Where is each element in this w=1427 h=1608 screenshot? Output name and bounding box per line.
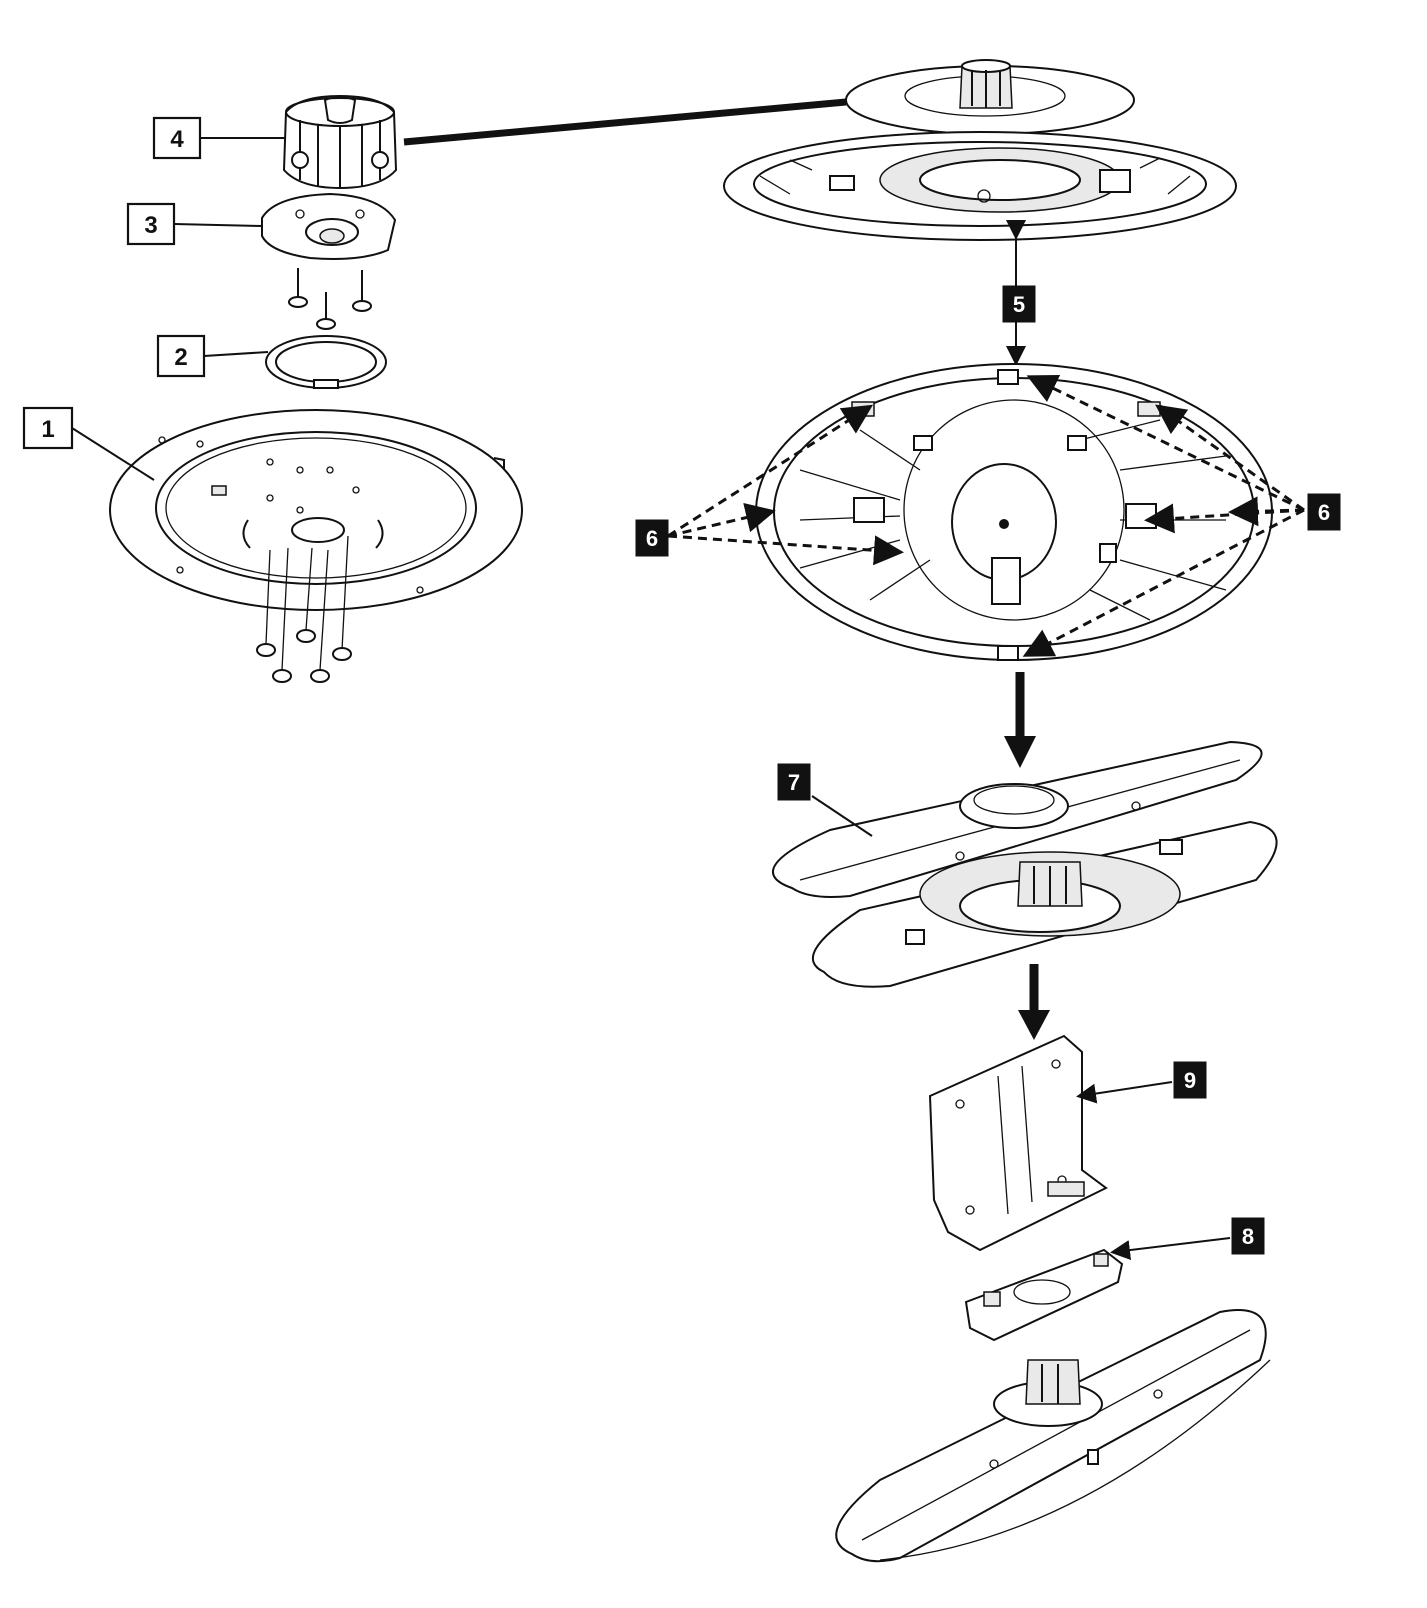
- callout-3-label: 3: [144, 212, 157, 239]
- callout-7: 7: [777, 763, 873, 837]
- callout-9: 9: [1076, 1061, 1207, 1104]
- part-7-canopy-disc: [772, 740, 1263, 898]
- callout-8-label: 8: [1242, 1224, 1254, 1249]
- callout-9-label: 9: [1184, 1068, 1196, 1093]
- callout-7-label: 7: [788, 770, 800, 795]
- lower-motor-disc: [812, 820, 1278, 988]
- connector-line: [403, 98, 847, 146]
- dashed-pointers: [667, 374, 1305, 657]
- blade-bracket-housing: [755, 363, 1273, 661]
- callout-2: 2: [156, 334, 269, 378]
- top-cap-plate: [845, 59, 1135, 135]
- mounting-screws-upper: [288, 268, 372, 330]
- callout-1-label: 1: [41, 416, 54, 443]
- callout-1: 1: [22, 406, 155, 481]
- callout-2-label: 2: [174, 344, 187, 371]
- part-9-switch-bracket: [928, 1034, 1108, 1252]
- callout-4: 4: [152, 116, 286, 160]
- callout-6-right: 6: [1307, 493, 1341, 531]
- callout-6-right-label: 6: [1318, 500, 1330, 525]
- mounting-screws-lower: [256, 535, 352, 683]
- callout-8: 8: [1110, 1217, 1265, 1261]
- part-2-ring: [265, 335, 387, 389]
- part-4-motor-hub: [282, 94, 398, 190]
- callout-6-left: 6: [635, 519, 669, 557]
- motor-housing-disc: [723, 131, 1237, 241]
- part-1-mounting-plate: [109, 409, 523, 611]
- callout-5-label: 5: [1013, 292, 1025, 317]
- callout-5: 5: [1002, 220, 1036, 366]
- part-8-switch: [964, 1248, 1124, 1342]
- callout-6-left-label: 6: [646, 526, 658, 551]
- callout-4-label: 4: [170, 126, 184, 153]
- bottom-cover-disc: [835, 1309, 1271, 1563]
- part-3-bracket-plate: [261, 192, 397, 260]
- callout-3: 3: [126, 202, 263, 246]
